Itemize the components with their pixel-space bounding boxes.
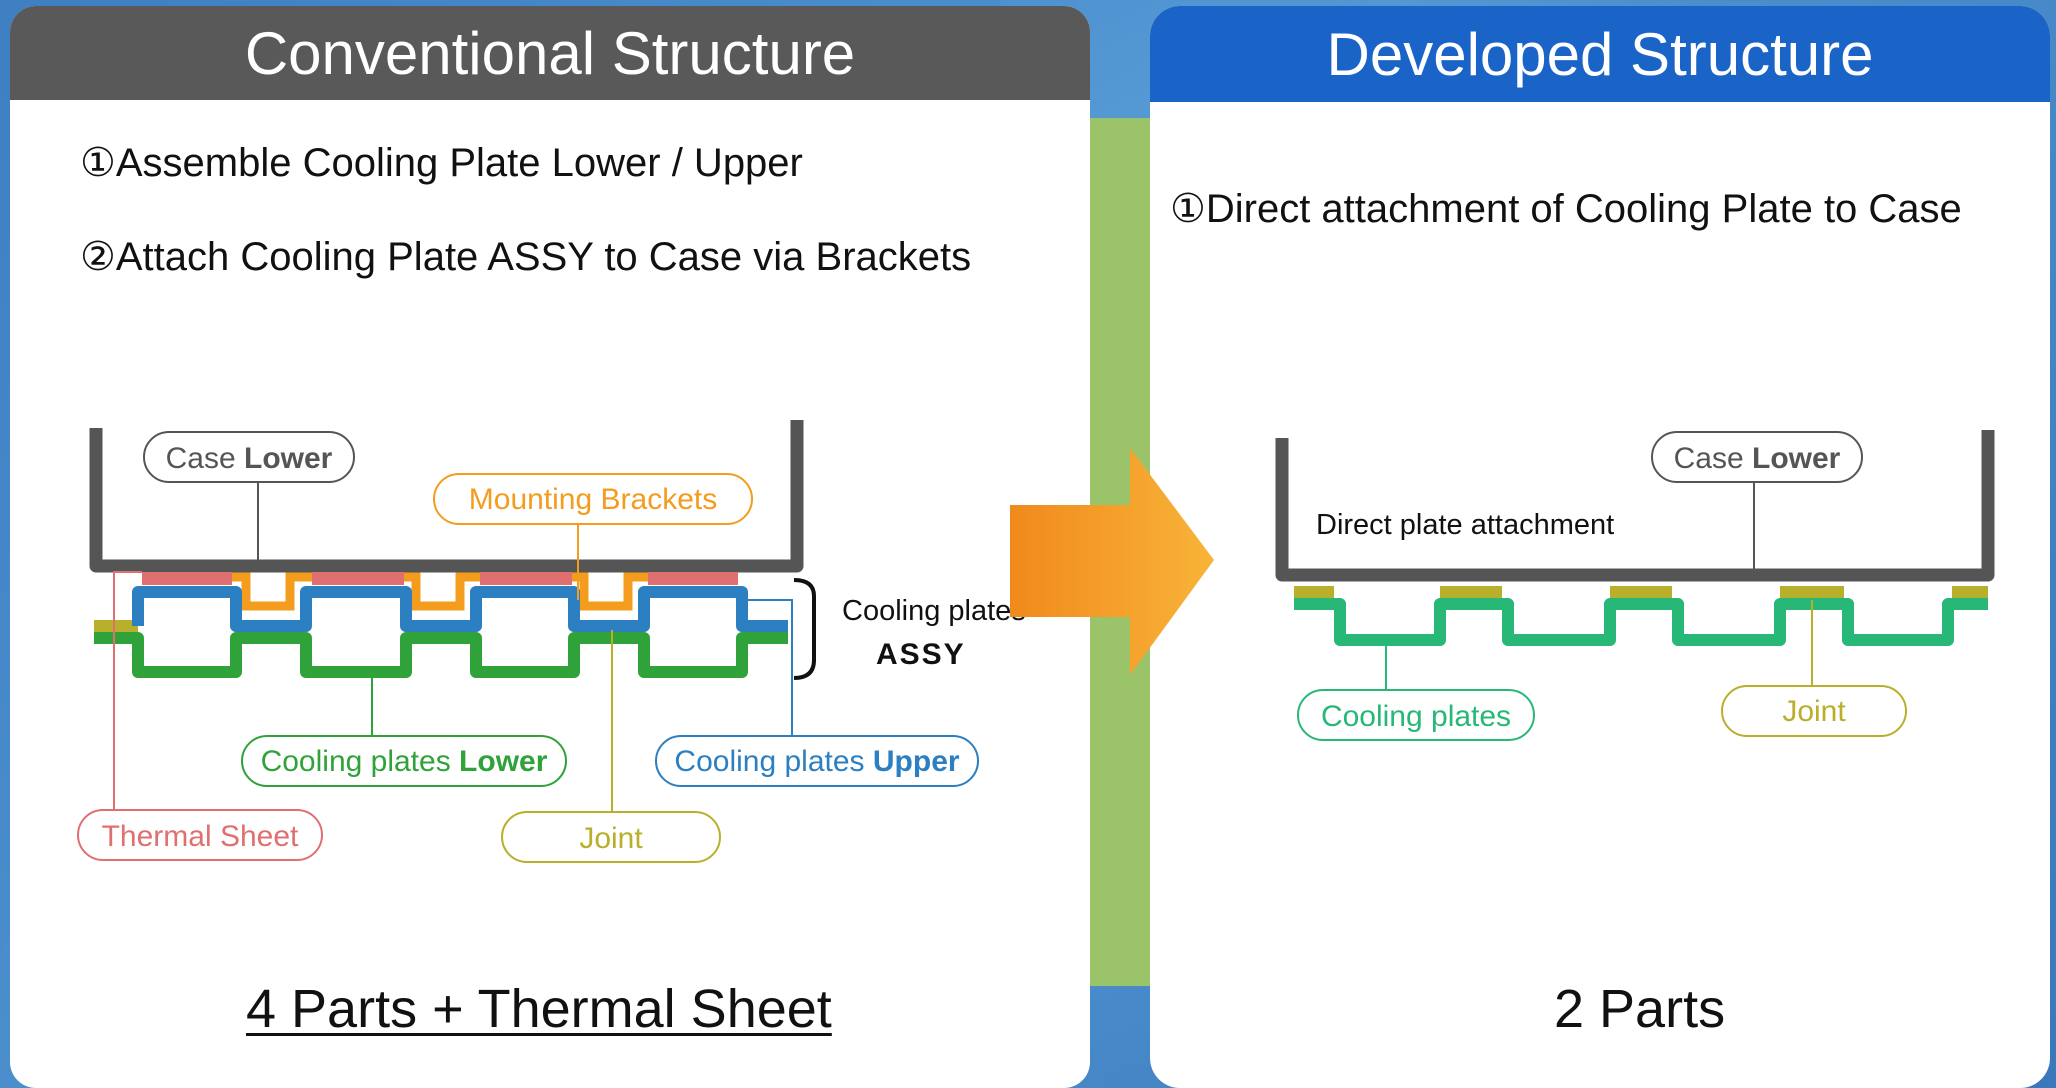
conventional-summary: 4 Parts + Thermal Sheet — [246, 979, 832, 1039]
label-direct-attachment: Direct plate attachment — [1316, 509, 1614, 541]
cooling-plate-upper — [132, 586, 788, 632]
label-mounting-brackets: Mounting Brackets — [433, 473, 753, 525]
conventional-title: Conventional Structure — [10, 6, 1090, 100]
label-cooling-plates-developed: Cooling plates — [1297, 689, 1535, 741]
joints-developed — [1294, 586, 1988, 600]
label-assy-line1: Cooling plates — [842, 595, 1026, 627]
thermal-sheet — [648, 572, 738, 585]
svg-text:Cooling plates Lower: Cooling plates Lower — [261, 745, 548, 778]
leader-cooling-upper — [748, 599, 793, 740]
case-lower-conventional — [89, 420, 804, 573]
conventional-step-2: ②Attach Cooling Plate ASSY to Case via B… — [80, 235, 972, 279]
thermal-sheet — [312, 572, 404, 585]
developed-title: Developed Structure — [1150, 6, 2050, 102]
svg-text:Joint: Joint — [579, 822, 643, 855]
label-assy-line2: ASSY — [876, 638, 966, 671]
developed-step-1: ①Direct attachment of Cooling Plate to C… — [1170, 187, 1962, 231]
conventional-step-1: ①Assemble Cooling Plate Lower / Upper — [80, 141, 803, 185]
svg-text:Cooling plates: Cooling plates — [1321, 700, 1511, 733]
transition-arrow — [1010, 448, 1214, 675]
joint — [1440, 586, 1502, 600]
developed-panel: Developed Structure ①Direct attachment o… — [1150, 6, 2050, 1088]
label-thermal-sheet: Thermal Sheet — [77, 809, 323, 861]
label-case-lower-developed: Case Lower — [1651, 431, 1863, 483]
label-joint-developed: Joint — [1721, 685, 1907, 737]
svg-text:Case Lower: Case Lower — [1674, 442, 1841, 475]
thermal-sheets — [142, 572, 738, 585]
svg-text:Cooling plates Upper: Cooling plates Upper — [674, 745, 959, 778]
cooling-plates-developed — [1294, 598, 1988, 646]
joint — [1610, 586, 1672, 600]
joint — [1780, 586, 1844, 600]
thermal-sheet — [480, 572, 572, 585]
svg-text:Joint: Joint — [1782, 695, 1846, 728]
cooling-plate-lower — [94, 632, 788, 678]
svg-text:Thermal Sheet: Thermal Sheet — [102, 820, 299, 853]
case-lower-developed — [1275, 430, 1995, 582]
label-cooling-upper: Cooling plates Upper — [655, 735, 979, 787]
label-joint-conventional: Joint — [501, 811, 721, 863]
thermal-sheet — [142, 572, 232, 585]
assy-bracket — [793, 578, 816, 680]
joint — [1952, 586, 1988, 600]
svg-text:Mounting Brackets: Mounting Brackets — [469, 483, 717, 516]
label-cooling-lower: Cooling plates Lower — [241, 735, 567, 787]
joint — [94, 620, 138, 632]
joint — [1294, 586, 1334, 600]
conventional-panel: Conventional Structure ①Assemble Cooling… — [10, 6, 1090, 1088]
label-case-lower: Case Lower — [143, 431, 355, 483]
svg-text:Case Lower: Case Lower — [166, 442, 333, 475]
leader-thermal — [113, 571, 142, 810]
developed-summary: 2 Parts — [1554, 979, 1726, 1039]
mounting-brackets — [232, 572, 648, 611]
